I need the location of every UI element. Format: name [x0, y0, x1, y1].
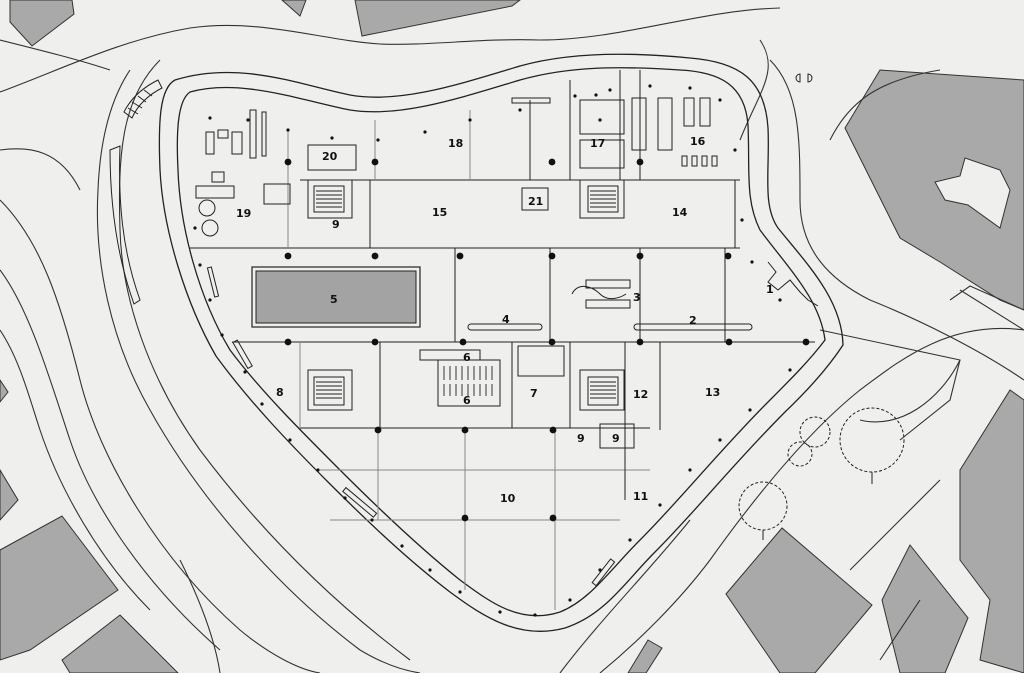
label-18: 18 [448, 137, 463, 150]
stair-treads [316, 190, 616, 399]
label-13: 13 [705, 386, 720, 399]
label-6a: 6 [463, 351, 471, 364]
label-8: 8 [276, 386, 284, 399]
label-9c: 9 [612, 432, 620, 445]
stair-blocks [307, 99, 625, 411]
building-top-left [9, 0, 75, 47]
label-2: 2 [689, 314, 697, 327]
structural-columns [284, 158, 810, 522]
site-boundary [158, 53, 844, 632]
building-top-center [354, 0, 521, 37]
building-left-edge-b [0, 379, 9, 403]
stair-north-east [579, 179, 625, 219]
entrance-zigzag [767, 261, 819, 307]
room-20 [307, 144, 357, 171]
label-21: 21 [528, 195, 543, 208]
label-5: 5 [330, 293, 338, 306]
building-bottom-center [725, 527, 873, 673]
stair-south-west [307, 369, 353, 411]
perimeter-columns [193, 84, 792, 617]
label-15: 15 [432, 206, 447, 219]
room-21 [521, 187, 549, 211]
building-bottom-right-b [959, 389, 1024, 673]
label-14: 14 [672, 206, 688, 219]
stair-north-west [307, 179, 353, 219]
escalator [571, 279, 631, 309]
label-11: 11 [633, 490, 648, 503]
label-4: 4 [502, 313, 510, 326]
trees [738, 261, 905, 540]
label-9a: 9 [332, 218, 340, 231]
corridor-bars [419, 323, 753, 449]
label-20: 20 [322, 150, 338, 163]
pool [251, 266, 421, 328]
label-6b: 6 [463, 394, 471, 407]
building-left-edge-a [0, 469, 19, 521]
tree-small-a [799, 416, 831, 448]
service-equipment [195, 97, 718, 237]
building-right-large [844, 69, 1024, 311]
label-3: 3 [633, 291, 641, 304]
label-17: 17 [590, 137, 605, 150]
building-bottom-right-a [881, 544, 969, 673]
courtyard-notch [934, 157, 1011, 229]
street-lines [0, 7, 1024, 673]
room-labels: 1 2 3 4 5 6 6 7 8 9 9 9 10 11 12 13 14 1… [236, 135, 774, 505]
building-left-bottom [61, 614, 179, 673]
label-12: 12 [633, 388, 648, 401]
label-1: 1 [766, 283, 774, 296]
building-top-small [281, 0, 307, 17]
site-furniture [109, 73, 813, 587]
label-16: 16 [690, 135, 706, 148]
label-10: 10 [500, 492, 516, 505]
label-19: 19 [236, 207, 251, 220]
label-7: 7 [530, 387, 538, 400]
building-bottom-sliver [627, 639, 663, 673]
building-left-lower [0, 515, 119, 661]
tree-small-b [787, 441, 813, 467]
label-9b: 9 [577, 432, 585, 445]
stair-south-east [579, 369, 625, 411]
